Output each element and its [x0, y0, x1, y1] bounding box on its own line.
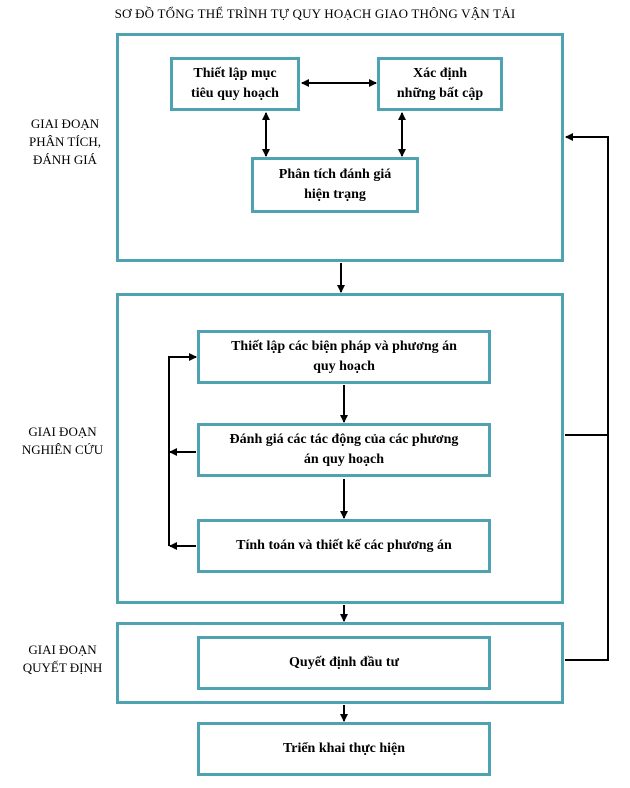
diagram-title: SƠ ĐỒ TỔNG THỂ TRÌNH TỰ QUY HOẠCH GIAO T…	[114, 6, 516, 21]
set-goals-box: Thiết lập mục tiêu quy hoạch	[170, 57, 300, 111]
evaluate-impacts-box: Đánh giá các tác động của các phương án …	[197, 423, 491, 477]
stage-label-decision: GIAI ĐOẠN QUYẾT ĐỊNH	[22, 642, 103, 675]
decision-feedback-loop	[565, 133, 609, 661]
implementation-box: Triển khai thực hiện	[197, 722, 491, 776]
identify-issues-box: Xác định những bất cập	[377, 57, 503, 111]
stage-label-analysis: GIAI ĐOẠN PHÂN TÍCH, ĐÁNH GIÁ	[29, 116, 101, 167]
stage-label-research: GIAI ĐOẠN NGHIÊN CỨU	[21, 424, 104, 457]
calculate-design-box: Tính toán và thiết kế các phương án	[197, 519, 491, 573]
set-measures-box: Thiết lập các biện pháp và phương án quy…	[197, 330, 491, 384]
investment-decision-box: Quyết định đầu tư	[197, 636, 491, 690]
analyze-status-box: Phân tích đánh giá hiện trạng	[251, 157, 419, 213]
